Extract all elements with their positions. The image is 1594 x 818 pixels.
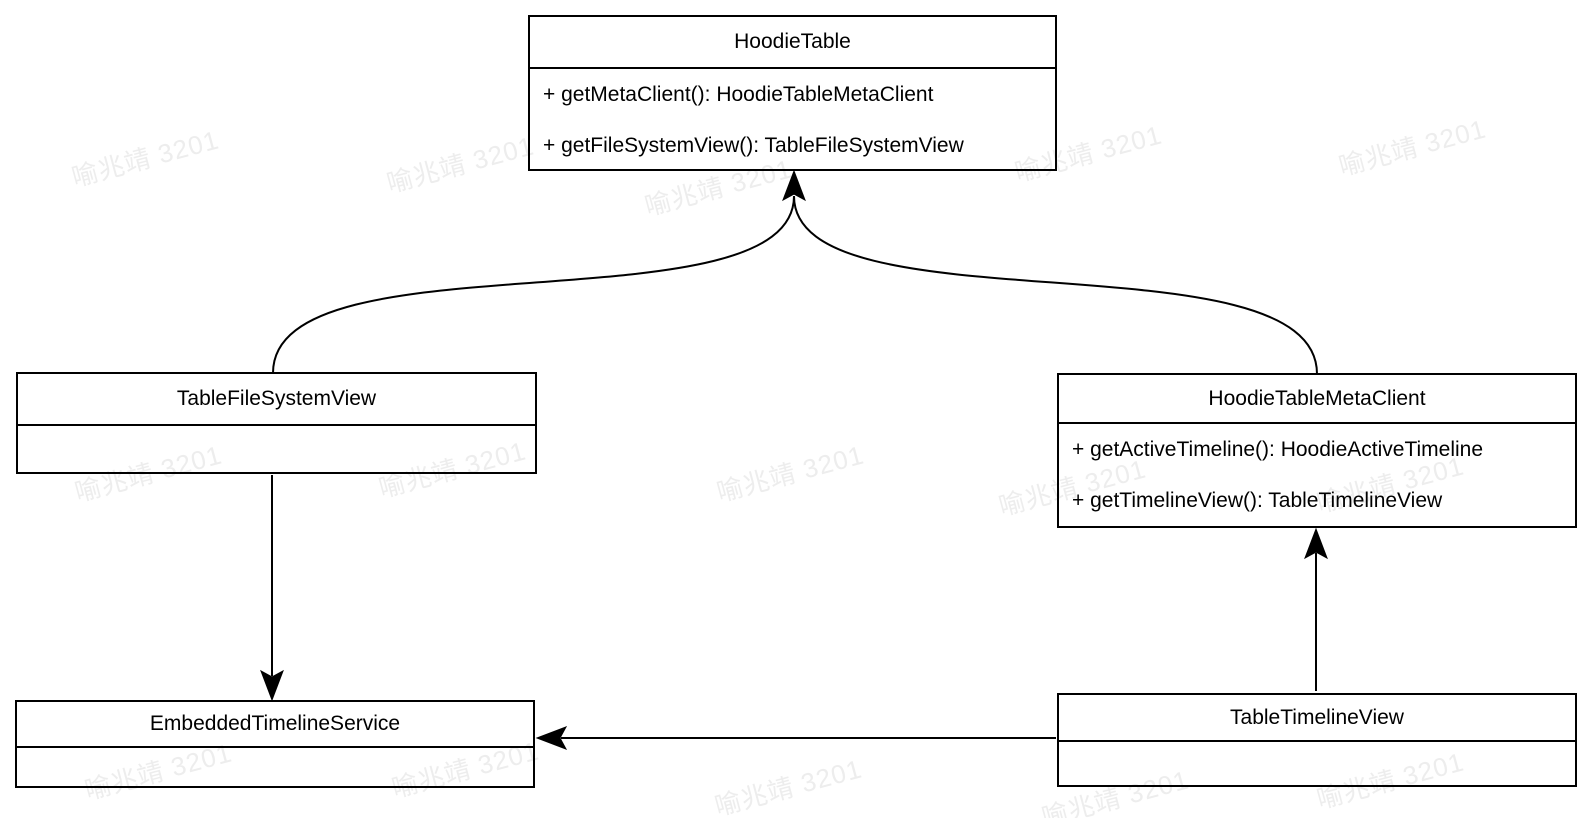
class-tabletimelineview: TableTimelineView	[1057, 693, 1577, 787]
arrowhead-left-embeddedtimelineservice	[535, 726, 568, 750]
method-getmetaclient: + getMetaClient(): HoodieTableMetaClient	[543, 83, 934, 106]
method-getactivetimeline: + getActiveTimeline(): HoodieActiveTimel…	[1072, 438, 1484, 461]
class-title-hoodietable: HoodieTable	[530, 17, 1055, 69]
edge-hoodietablemetaclient-to-hoodietable	[793, 195, 1318, 375]
class-hoodietablemetaclient: HoodieTableMetaClient + getActiveTimelin…	[1057, 373, 1577, 528]
class-hoodietable: HoodieTable + getMetaClient(): HoodieTab…	[528, 15, 1057, 171]
class-title-tablefilesystemview: TableFileSystemView	[18, 374, 535, 426]
class-tablefilesystemview: TableFileSystemView	[16, 372, 537, 474]
class-embeddedtimelineservice: EmbeddedTimelineService	[15, 700, 535, 788]
class-title-tabletimelineview: TableTimelineView	[1059, 695, 1575, 742]
class-title-embeddedtimelineservice: EmbeddedTimelineService	[17, 702, 533, 748]
method-getfilesystemview: + getFileSystemView(): TableFileSystemVi…	[543, 134, 964, 157]
class-methods-hoodietable: + getMetaClient(): HoodieTableMetaClient…	[530, 69, 1055, 171]
arrowhead-down-embeddedtimelineservice	[260, 669, 284, 702]
class-title-hoodietablemetaclient: HoodieTableMetaClient	[1059, 375, 1575, 424]
method-gettimelineview: + getTimelineView(): TableTimelineView	[1072, 489, 1443, 512]
edge-tablefilesystemview-to-hoodietable	[272, 195, 795, 374]
arrowhead-up-hoodietable	[782, 169, 806, 202]
class-methods-hoodietablemetaclient: + getActiveTimeline(): HoodieActiveTimel…	[1059, 424, 1575, 526]
arrowhead-up-hoodietablemetaclient	[1304, 527, 1328, 560]
